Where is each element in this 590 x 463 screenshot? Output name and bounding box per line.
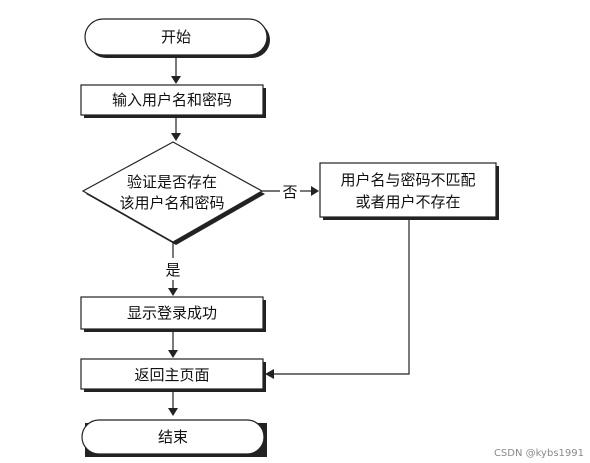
decision-label-line2: 该用户名和密码 bbox=[119, 194, 224, 212]
error-node: 用户名与密码不匹配 或者用户不存在 bbox=[319, 162, 499, 220]
end-node: 结束 bbox=[81, 419, 267, 457]
edge-error-to-home bbox=[265, 220, 410, 379]
edge-start-to-input bbox=[171, 58, 181, 84]
input-label: 输入用户名和密码 bbox=[112, 91, 232, 109]
no-label: 否 bbox=[282, 183, 297, 201]
home-node: 返回主页面 bbox=[80, 358, 266, 392]
edge-decision-no: 否 bbox=[262, 183, 319, 201]
start-node: 开始 bbox=[84, 18, 270, 58]
yes-label: 是 bbox=[165, 261, 180, 279]
decision-label-line1: 验证是否存在 bbox=[127, 173, 217, 191]
edge-home-to-end bbox=[168, 392, 178, 416]
watermark: CSDN @kybs1991 bbox=[493, 448, 584, 459]
input-node: 输入用户名和密码 bbox=[80, 84, 266, 118]
success-label: 显示登录成功 bbox=[127, 304, 217, 322]
error-label-line2: 或者用户不存在 bbox=[355, 193, 460, 211]
error-label-line1: 用户名与密码不匹配 bbox=[340, 171, 475, 189]
end-label: 结束 bbox=[158, 428, 188, 446]
success-node: 显示登录成功 bbox=[80, 296, 266, 332]
start-label: 开始 bbox=[161, 28, 191, 46]
edge-success-to-home bbox=[168, 332, 178, 358]
edge-decision-yes: 是 bbox=[165, 242, 181, 296]
decision-node: 验证是否存在 该用户名和密码 bbox=[81, 141, 265, 245]
home-label: 返回主页面 bbox=[134, 366, 209, 384]
edge-input-to-decision bbox=[171, 118, 181, 141]
